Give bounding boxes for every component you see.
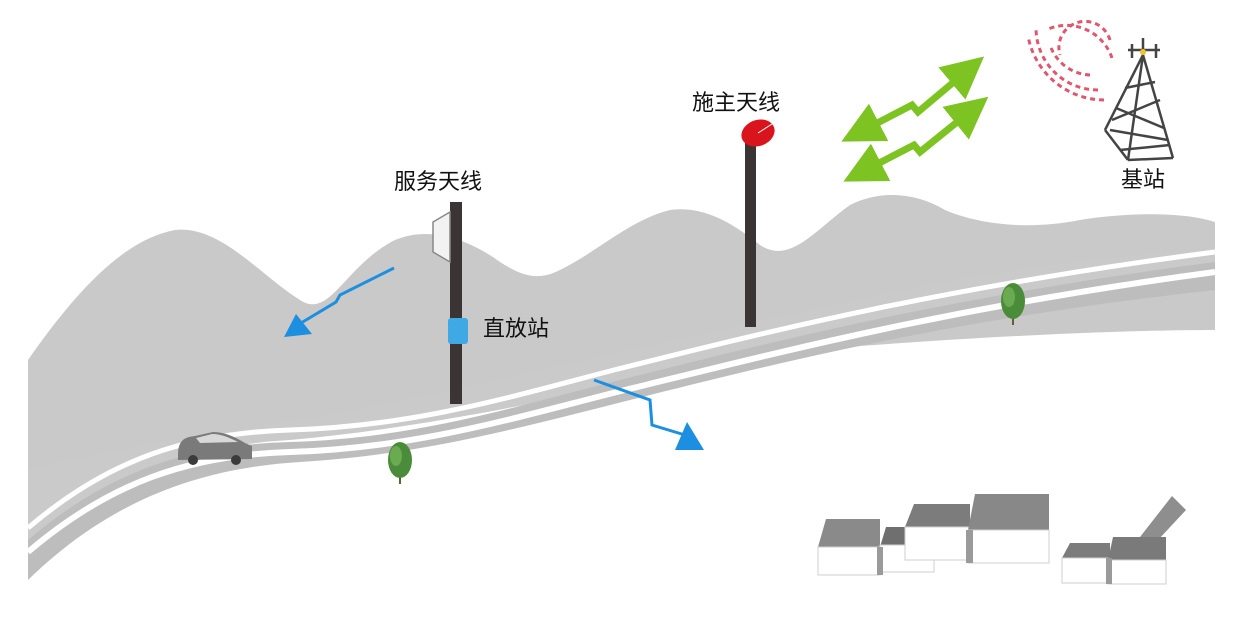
donor-antenna-pole (745, 142, 756, 327)
radio-waves-icon (1026, 19, 1114, 102)
cell-tower-icon (1103, 38, 1175, 162)
panel-antenna-icon (432, 210, 451, 264)
service-antenna-label: 服务天线 (394, 170, 483, 195)
car-icon (178, 432, 252, 465)
lightning-arrow-icon (593, 378, 704, 450)
service-antenna-pole (450, 202, 462, 404)
dish-antenna-icon (741, 119, 775, 147)
tree-icon (1001, 283, 1025, 325)
repeater-box-icon (448, 318, 468, 344)
repeater-label: 直放站 (483, 317, 550, 342)
tree-icon (388, 442, 412, 484)
house-icon (904, 494, 1050, 564)
mountain-range (28, 194, 1215, 470)
base-station-label: 基站 (1121, 168, 1166, 193)
road-lane-line (26, 269, 1216, 555)
double-arrow-icon (841, 56, 989, 182)
donor-antenna-label: 施主天线 (692, 91, 781, 116)
house-icon (1061, 496, 1186, 585)
road (28, 262, 1215, 580)
lightning-arrow-icon (284, 266, 395, 337)
road-edge-line (26, 249, 1216, 530)
